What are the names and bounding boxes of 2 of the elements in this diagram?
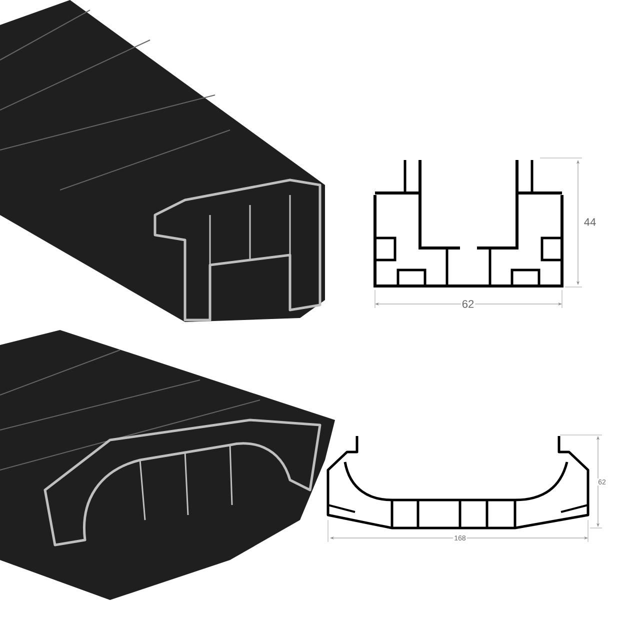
dimension-label: 44 (582, 217, 598, 227)
dimension-label: 62 (460, 299, 476, 309)
